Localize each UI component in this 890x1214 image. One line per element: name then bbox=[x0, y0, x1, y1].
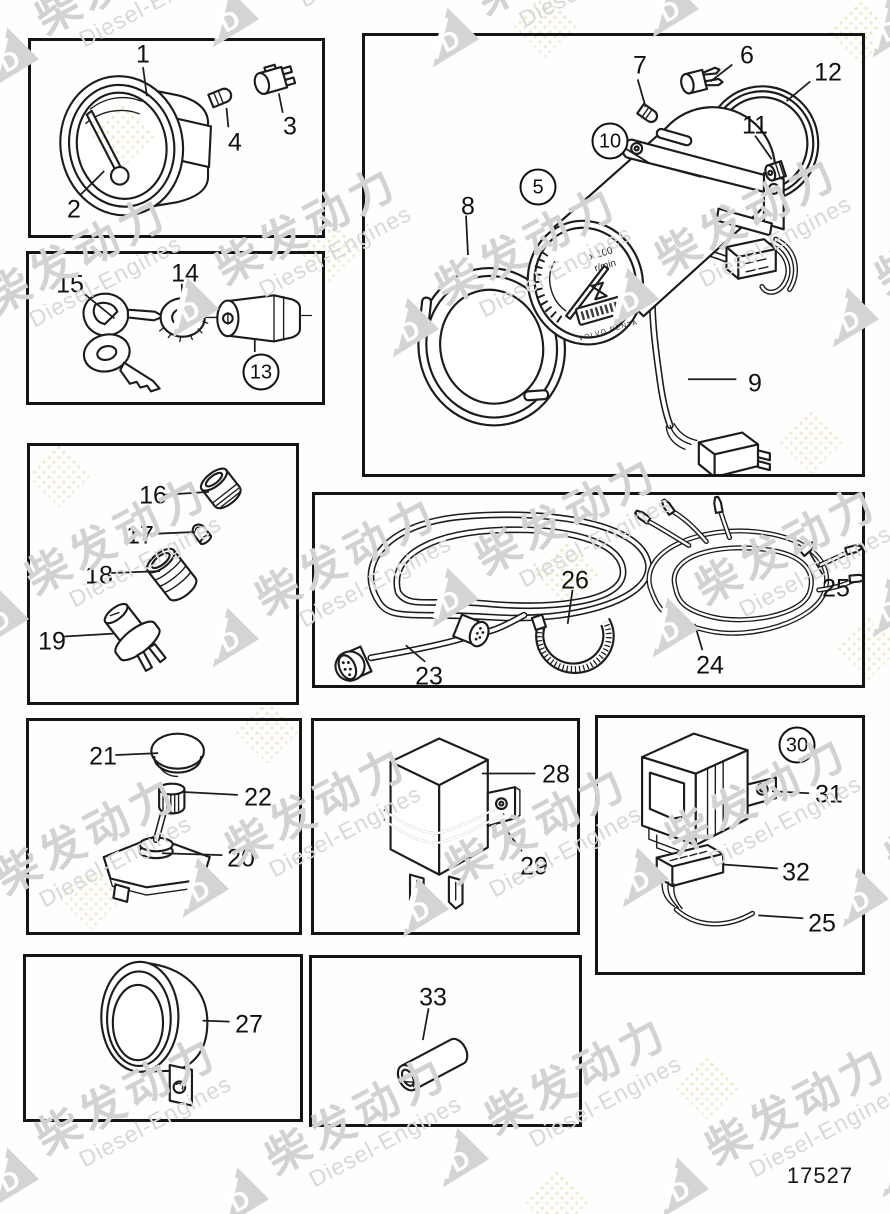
svg-text:D: D bbox=[654, 0, 685, 29]
callout-21: 21 bbox=[89, 742, 117, 771]
watermark-cn-text: 柴发动力 bbox=[248, 0, 448, 4]
panel-warning-lamp: 16 17 18 19 bbox=[27, 443, 299, 705]
tachometer-drawing: x 100 r/min VOLVO PENTA bbox=[417, 63, 820, 474]
svg-text:D: D bbox=[444, 1143, 475, 1178]
watermark-en-text: Diesel-Engines bbox=[735, 0, 890, 2]
svg-text:D: D bbox=[664, 1173, 695, 1208]
ignition-switch-drawing bbox=[82, 283, 313, 393]
panel-tachometer-kit: x 100 r/min VOLVO PENTA bbox=[362, 33, 865, 477]
watermark-cn-text: 柴发动力 bbox=[468, 0, 668, 24]
horn-drawing bbox=[100, 960, 230, 1107]
callout-9: 9 bbox=[748, 369, 762, 398]
callout-16: 16 bbox=[139, 481, 167, 510]
callout-14: 14 bbox=[171, 259, 199, 288]
watermark-cn-text: 柴发动力 bbox=[28, 0, 228, 44]
panel-instrument: 1 2 4 3 bbox=[28, 38, 325, 238]
callout-6: 6 bbox=[740, 41, 754, 70]
callout-20: 20 bbox=[227, 844, 255, 873]
callout-11: 11 bbox=[742, 111, 768, 140]
callout-12: 12 bbox=[814, 58, 842, 87]
switch-drawing bbox=[102, 732, 238, 903]
watermark-cn-text: 柴发动力 bbox=[877, 747, 890, 885]
watermark-logo-icon: D bbox=[0, 1147, 40, 1208]
watermark-logo-icon: D bbox=[662, 1157, 710, 1214]
callout-22: 22 bbox=[244, 783, 272, 812]
callout-17: 17 bbox=[126, 521, 154, 550]
callout-1: 1 bbox=[136, 40, 150, 69]
svg-text:D: D bbox=[874, 13, 890, 48]
watermark-en-text: Diesel-Engines bbox=[295, 0, 458, 12]
svg-text:D: D bbox=[224, 1183, 255, 1214]
callout-24: 24 bbox=[696, 651, 724, 680]
panel-horn: 27 bbox=[23, 954, 303, 1122]
svg-text:D: D bbox=[214, 3, 245, 38]
warning-lamp-drawing bbox=[64, 467, 242, 672]
svg-text:D: D bbox=[874, 593, 890, 628]
sleeve-drawing bbox=[396, 1008, 469, 1092]
watermark-logo-icon: D bbox=[222, 1167, 270, 1214]
callout-32: 32 bbox=[782, 858, 810, 887]
callout-25: 25 bbox=[822, 574, 850, 603]
panel-ignition-switch: 15 14 13 bbox=[26, 251, 325, 405]
speckle-pattern bbox=[674, 1054, 740, 1120]
callout-27: 27 bbox=[235, 1010, 263, 1039]
callout-5: 5 bbox=[519, 168, 557, 206]
callout-23: 23 bbox=[415, 662, 443, 691]
watermark-en-text: Diesel-Engines bbox=[515, 0, 678, 32]
callout-7: 7 bbox=[633, 51, 647, 80]
callout-4: 4 bbox=[228, 128, 242, 157]
callout-2: 2 bbox=[67, 195, 81, 224]
callout-18: 18 bbox=[85, 561, 113, 590]
speckle-pattern bbox=[524, 1168, 590, 1214]
callout-3: 3 bbox=[283, 112, 297, 141]
callout-28: 28 bbox=[542, 760, 570, 789]
callout-13: 13 bbox=[242, 353, 280, 391]
panel-control-unit: 30 31 32 25 bbox=[595, 715, 865, 975]
relay-drawing bbox=[383, 737, 536, 910]
control-unit-drawing bbox=[641, 732, 810, 927]
callout-26: 26 bbox=[561, 566, 589, 595]
watermark-cn-text: 柴发动力 bbox=[697, 1037, 890, 1175]
callout-25b: 25 bbox=[808, 909, 836, 938]
panel-sleeve: 33 bbox=[309, 955, 582, 1127]
panel-switch: 21 22 20 bbox=[26, 718, 302, 935]
callout-31: 31 bbox=[815, 780, 843, 809]
callout-30: 30 bbox=[778, 726, 816, 764]
callout-29: 29 bbox=[520, 852, 548, 881]
svg-text:D: D bbox=[884, 1153, 890, 1188]
callout-33: 33 bbox=[419, 983, 447, 1012]
svg-text:D: D bbox=[0, 603, 15, 638]
panel-harnesses: 23 26 24 25 bbox=[312, 492, 865, 691]
callout-8: 8 bbox=[461, 192, 475, 221]
panel-relay: 28 29 bbox=[311, 718, 580, 935]
svg-text:D: D bbox=[0, 1163, 25, 1198]
figure-number: 17527 bbox=[786, 1163, 854, 1188]
watermark-logo-icon: D bbox=[0, 875, 6, 956]
callout-15: 15 bbox=[56, 270, 84, 299]
svg-text:D: D bbox=[0, 43, 25, 78]
callout-19: 19 bbox=[38, 627, 66, 656]
watermark-cn-text: 柴发动力 bbox=[867, 167, 890, 305]
callout-10: 10 bbox=[591, 122, 629, 160]
